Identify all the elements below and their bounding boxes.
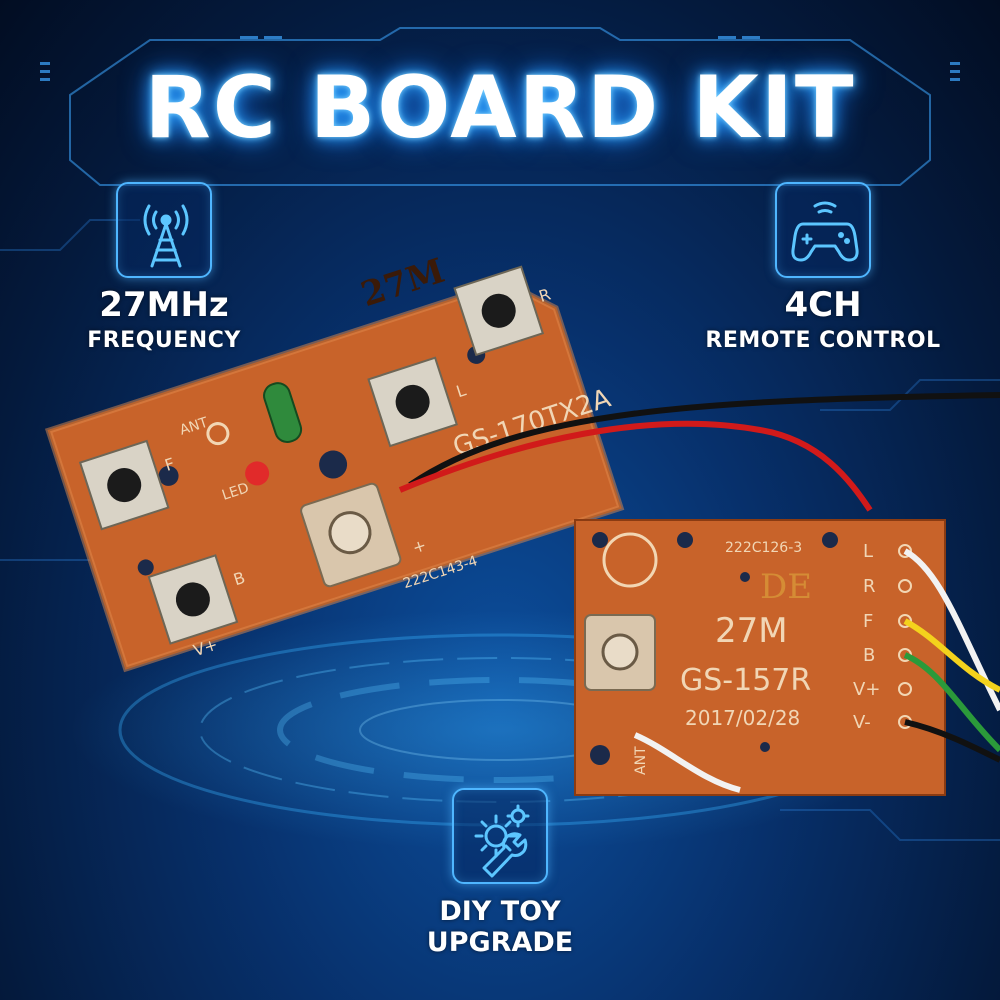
frequency-value: 27MHz bbox=[99, 285, 229, 325]
frequency-label: FREQUENCY bbox=[87, 328, 241, 353]
rx-freq-mark: 27M bbox=[715, 611, 788, 651]
radio-tower-icon bbox=[116, 182, 212, 278]
channels-label: REMOTE CONTROL bbox=[705, 328, 941, 353]
rx-l-label: L bbox=[863, 541, 873, 562]
channels-value: 4CH bbox=[784, 285, 862, 325]
diy-line-2: UPGRADE bbox=[426, 927, 574, 958]
rx-vminus-label: V- bbox=[853, 712, 871, 733]
rx-vplus-label: V+ bbox=[853, 679, 880, 700]
button-forward bbox=[78, 439, 170, 531]
rx-model-label: GS-157R bbox=[680, 663, 811, 698]
rx-date-label: 2017/02/28 bbox=[685, 706, 800, 730]
page-title: RC BOARD KIT bbox=[144, 58, 856, 158]
rx-part-number: 222C126-3 bbox=[725, 540, 802, 556]
gamepad-icon bbox=[775, 182, 871, 278]
rx-b-label: B bbox=[863, 645, 875, 666]
rx-ant-label: ANT bbox=[633, 746, 649, 775]
diy-line-1: DIY TOY bbox=[439, 896, 561, 927]
rx-r-label: R bbox=[863, 576, 876, 597]
receiver-board-image: 222C126-3 DE 27M GS-157R 2017/02/28 ANT … bbox=[574, 519, 1000, 796]
rx-f-label: F bbox=[863, 611, 873, 632]
rx-stamp: DE bbox=[760, 567, 812, 607]
transmitter-board-image: 27M GS-170TX2A 222C143-4 ANT LED L R F B… bbox=[44, 251, 625, 673]
tx-plus-label: + bbox=[410, 535, 429, 557]
gear-wrench-icon bbox=[452, 788, 548, 884]
